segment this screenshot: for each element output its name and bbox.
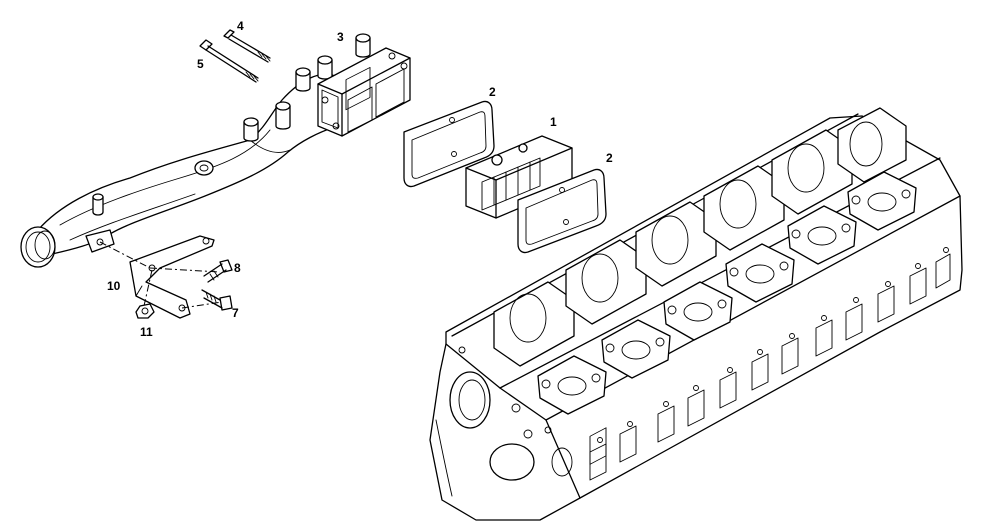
cylinder-pocket-6 [837,107,907,183]
callout-labels: 4 5 3 2 1 2 8 10 7 11 [107,19,613,339]
callout-2-lower: 2 [606,151,613,165]
callout-4: 4 [237,19,244,33]
cylinder-pocket-1 [493,281,575,367]
center-line [149,267,221,273]
cylinder-pocket-3 [635,201,717,287]
intake-heater-grid [465,135,573,219]
cylinder-pocket-2 [565,239,647,325]
intake-manifold-pipe [20,33,411,268]
gasket-lower [517,168,607,254]
side-ports [589,253,951,481]
injector-boss-2 [601,319,671,379]
bolt-8 [203,259,233,283]
cylinder-pocket-4 [703,165,785,251]
injector-boss-3 [663,281,733,341]
injector-boss-6 [847,171,917,231]
gasket-upper [403,100,495,188]
callout-7: 7 [232,306,239,320]
callout-5: 5 [197,57,204,71]
injector-boss-1 [537,355,607,415]
callout-8: 8 [234,261,241,275]
center-line [181,301,223,309]
callout-11: 11 [140,325,153,339]
head-end-face [435,346,573,497]
long-bolt-5 [199,39,259,83]
cylinder-pocket-5 [771,129,853,215]
callout-1: 1 [550,115,557,129]
callout-10: 10 [107,279,121,293]
injector-boss-5 [787,205,857,265]
injector-boss-4 [725,243,795,303]
callout-2-upper: 2 [489,85,496,99]
nut-11 [135,303,155,319]
center-line [143,269,153,307]
long-bolt-4 [223,29,271,63]
bolt-7 [201,289,233,311]
side-bolt-holes [597,247,949,443]
center-line [99,241,151,269]
cylinder-head [429,107,963,521]
callout-3: 3 [337,30,344,44]
